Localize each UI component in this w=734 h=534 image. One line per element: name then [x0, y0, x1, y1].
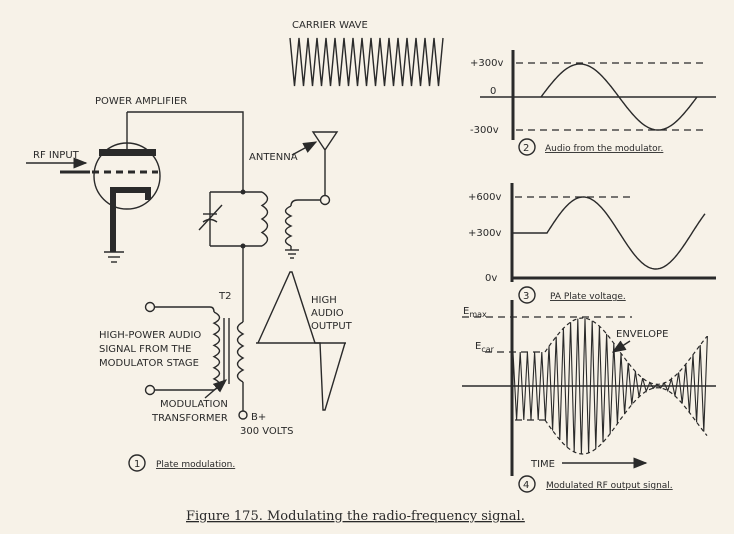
ground-icon	[104, 251, 124, 263]
volts-label: 300 VOLTS	[240, 426, 293, 437]
svg-text:Emax: Emax	[463, 306, 487, 319]
high-audio-label-2: AUDIO	[311, 308, 344, 319]
antenna-terminal	[319, 194, 331, 206]
high-audio-label-1: HIGH	[311, 295, 337, 306]
carrier-wave-label: CARRIER WAVE	[292, 20, 368, 31]
panel-2-number: 2	[523, 143, 529, 154]
panel-1-number: 1	[134, 459, 140, 470]
panel-3-caption: PA Plate voltage.	[550, 292, 626, 302]
transformer-primary-coil-icon	[236, 321, 245, 383]
ecar-subscript: car	[481, 345, 494, 354]
time-label: TIME	[530, 459, 555, 470]
plate-voltage-wave	[513, 196, 706, 270]
tick-label: +600v	[468, 192, 501, 203]
envelope-line	[544, 317, 708, 455]
plate-voltage-graph: +600v +300v 0v 3 PA Plate voltage.	[468, 183, 716, 304]
transformer-label: TRANSFORMER	[151, 413, 228, 424]
tick-label: 0v	[485, 273, 497, 284]
panel-2-caption: Audio from the modulator.	[545, 144, 663, 154]
audio-signal-label-2: SIGNAL FROM THE	[99, 344, 191, 355]
antenna-icon	[311, 131, 339, 196]
b-plus-terminal	[238, 410, 248, 420]
audio-input-terminal[interactable]	[144, 301, 156, 313]
modulated-rf-wave	[512, 318, 708, 455]
tick-label: +300v	[468, 228, 501, 239]
emax-label: E	[463, 306, 469, 317]
audio-sine-wave	[540, 63, 698, 131]
envelope-label: ENVELOPE	[616, 329, 668, 340]
variable-capacitor-icon	[198, 204, 223, 231]
power-amplifier-label: POWER AMPLIFIER	[95, 96, 187, 107]
panel-4-number: 4	[523, 480, 529, 491]
ground-icon	[285, 249, 299, 259]
emax-subscript: max	[469, 310, 487, 319]
high-audio-label-3: OUTPUT	[311, 321, 353, 332]
t2-label: T2	[218, 291, 231, 302]
tick-label: -300v	[470, 125, 499, 136]
panel-4-caption: Modulated RF output signal.	[546, 481, 673, 491]
audio-input-terminal[interactable]	[144, 384, 156, 396]
tank-circuit	[198, 189, 269, 249]
modulation-label: MODULATION	[160, 399, 228, 410]
audio-signal-label-3: MODULATOR STAGE	[99, 358, 199, 369]
rf-input-label: RF INPUT	[33, 150, 80, 161]
panel-3-number: 3	[523, 291, 529, 302]
panel-1-caption: Plate modulation.	[156, 460, 235, 470]
antenna-label: ANTENNA	[249, 152, 298, 163]
vacuum-tube-icon	[60, 112, 161, 252]
audio-signal-label-1: HIGH-POWER AUDIO	[99, 330, 201, 341]
carrier-wave	[289, 37, 444, 87]
audio-graph: +300v 0 -300v 2 Audio from the modulator…	[470, 50, 716, 156]
figure-caption: Figure 175. Modulating the radio-frequen…	[186, 509, 525, 524]
ecar-label: E	[475, 341, 481, 352]
panel-1-number-badge	[128, 454, 146, 472]
transformer-secondary-coil-icon	[212, 311, 221, 391]
b-plus-label: B+	[251, 412, 266, 423]
modulated-rf-graph: Emax Ecar ENVELOPE TIME 4 Modulated RF o…	[462, 300, 716, 493]
svg-text:Ecar: Ecar	[475, 341, 495, 354]
tank-coil-icon	[260, 191, 269, 247]
tick-label: 0	[490, 86, 496, 97]
high-audio-waveform	[257, 271, 346, 411]
tick-label: +300v	[470, 58, 503, 69]
antenna-coupling-coil-icon	[284, 205, 293, 247]
